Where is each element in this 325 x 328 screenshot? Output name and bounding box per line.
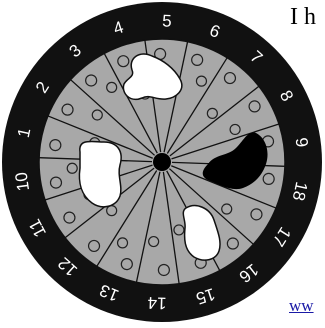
caption-bottom-link[interactable]: ww [289, 296, 314, 316]
ring-number: 18 [289, 180, 312, 202]
ring-number: 5 [162, 11, 172, 30]
hub [153, 153, 171, 171]
caption-top: I h [290, 4, 316, 31]
ring-number: 14 [147, 293, 167, 313]
light-patch-left [79, 141, 121, 206]
ring-number: 10 [12, 171, 33, 192]
